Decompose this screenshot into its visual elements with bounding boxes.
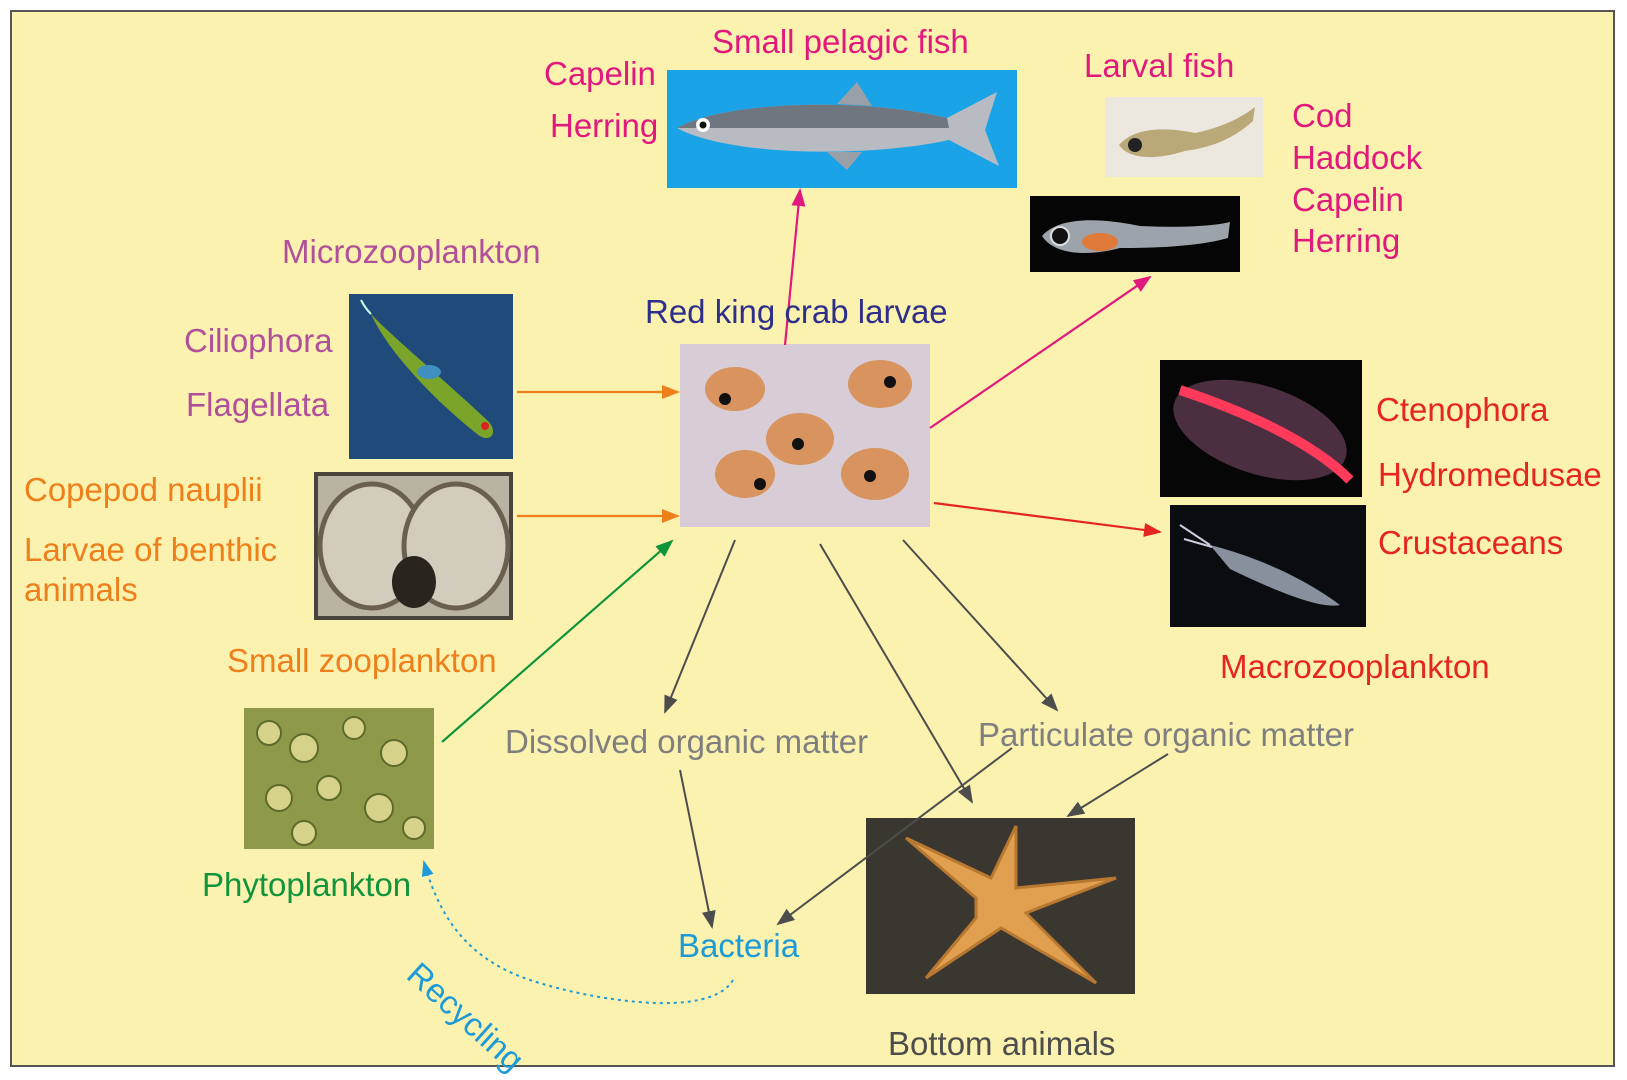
particulate-organic-matter-label: Particulate organic matter: [978, 716, 1355, 753]
phytoplankton-photo: [244, 708, 434, 849]
larvae-benthic-label-1: Larvae of benthic: [24, 531, 278, 568]
arrow-particulate-om-to-bottom-animals: [1066, 753, 1169, 818]
arrow-dissolved-om-to-bacteria: [679, 769, 716, 929]
krill-photo: [1170, 505, 1366, 627]
starfish-photo: [866, 818, 1135, 994]
flagellata-label: Flagellata: [186, 386, 330, 423]
arrow-particulate-om-to-bacteria: [776, 747, 1013, 926]
haddock-label: Haddock: [1292, 139, 1423, 176]
arrow-crab-to-larval-fish: [929, 275, 1152, 429]
capelin-fish-photo: [667, 70, 1017, 188]
copepod-nauplii-label: Copepod nauplii: [24, 471, 263, 508]
arrow-recycling: [421, 860, 734, 1005]
microzooplankton-label: Microzooplankton: [282, 233, 541, 270]
euglena-photo: [349, 294, 513, 459]
macrozooplankton-label: Macrozooplankton: [1220, 648, 1490, 685]
arrow-crab-to-macrozooplankton: [933, 501, 1162, 537]
herring-label-right: Herring: [1292, 222, 1401, 259]
small-pelagic-fish-label: Small pelagic fish: [712, 23, 969, 60]
arrow-crab-to-pelagic-fish: [783, 188, 806, 346]
ciliophora-label: Ciliophora: [184, 322, 333, 359]
cod-label: Cod: [1292, 97, 1353, 134]
arrow-crab-to-bottom-animals: [819, 543, 974, 804]
larval-fish-photo-1: [1105, 97, 1263, 177]
arrow-phytoplankton-to-crab: [441, 539, 674, 743]
red-king-crab-larvae-label: Red king crab larvae: [645, 293, 948, 330]
ctenophora-label: Ctenophora: [1376, 391, 1549, 428]
hydromedusae-label: Hydromedusae: [1378, 456, 1602, 493]
capelin-label-left: Capelin: [544, 55, 656, 92]
herring-label-left: Herring: [550, 107, 659, 144]
bottom-animals-label: Bottom animals: [888, 1025, 1116, 1062]
phytoplankton-label: Phytoplankton: [202, 866, 412, 903]
larval-fish-label: Larval fish: [1084, 47, 1235, 84]
arrow-crab-to-dissolved-om: [664, 539, 736, 714]
larval-fish-photo-2: [1030, 196, 1240, 272]
arrow-crab-to-particulate-om: [902, 539, 1059, 712]
nauplii-photo: [314, 472, 513, 620]
dissolved-organic-matter-label: Dissolved organic matter: [505, 723, 869, 760]
crustaceans-label: Crustaceans: [1378, 524, 1564, 561]
larvae-benthic-label-2: animals: [24, 571, 138, 608]
capelin-label-right: Capelin: [1292, 181, 1404, 218]
ctenophora-photo: [1160, 360, 1362, 497]
red-king-crab-larvae-photo: [680, 344, 930, 527]
bacteria-label: Bacteria: [678, 927, 800, 964]
small-zooplankton-label: Small zooplankton: [227, 642, 497, 679]
